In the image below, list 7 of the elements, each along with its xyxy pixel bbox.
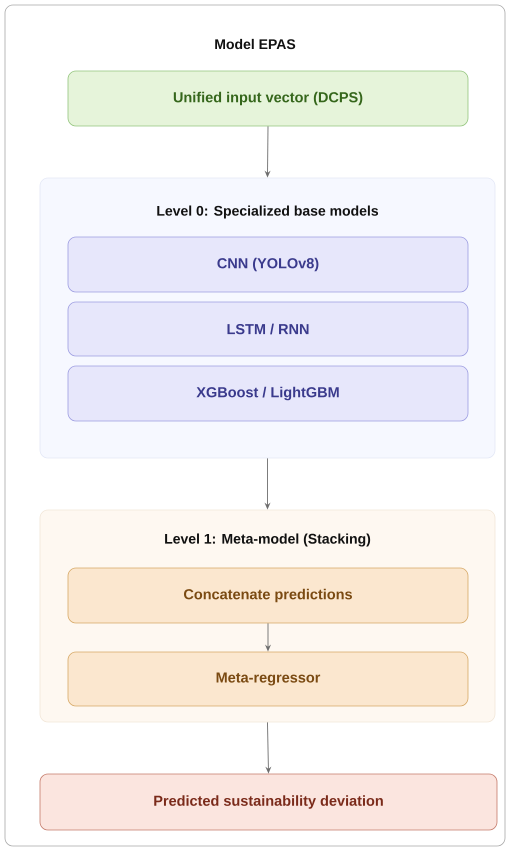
- process-box: Concatenate predictions: [68, 568, 468, 624]
- process-box: LSTM / RNN: [68, 302, 468, 356]
- process-box: Predicted sustainability deviation: [40, 774, 498, 830]
- process-box: XGBoost / LightGBM: [68, 366, 468, 422]
- process-box: CNN (YOLOv8): [68, 236, 468, 292]
- process-box: Meta-regressor: [68, 652, 468, 706]
- process-box: Unified input vector (DCPS): [68, 70, 468, 126]
